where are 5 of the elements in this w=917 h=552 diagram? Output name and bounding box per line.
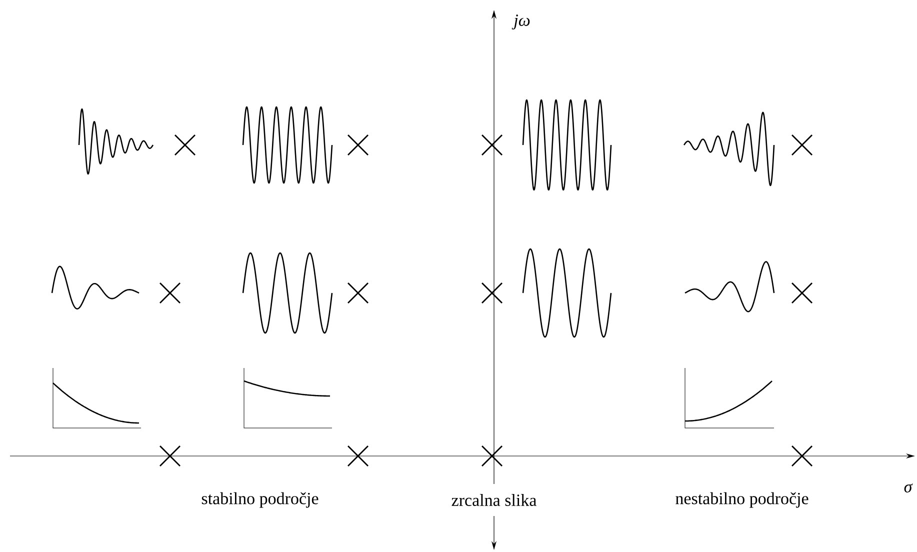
region-label: zrcalna slika (452, 494, 536, 506)
axis-label: σ (904, 484, 913, 492)
region-label: stabilno področje (202, 492, 318, 508)
region-label: nestabilno področje (676, 492, 808, 508)
axis-label: jω (512, 14, 530, 30)
